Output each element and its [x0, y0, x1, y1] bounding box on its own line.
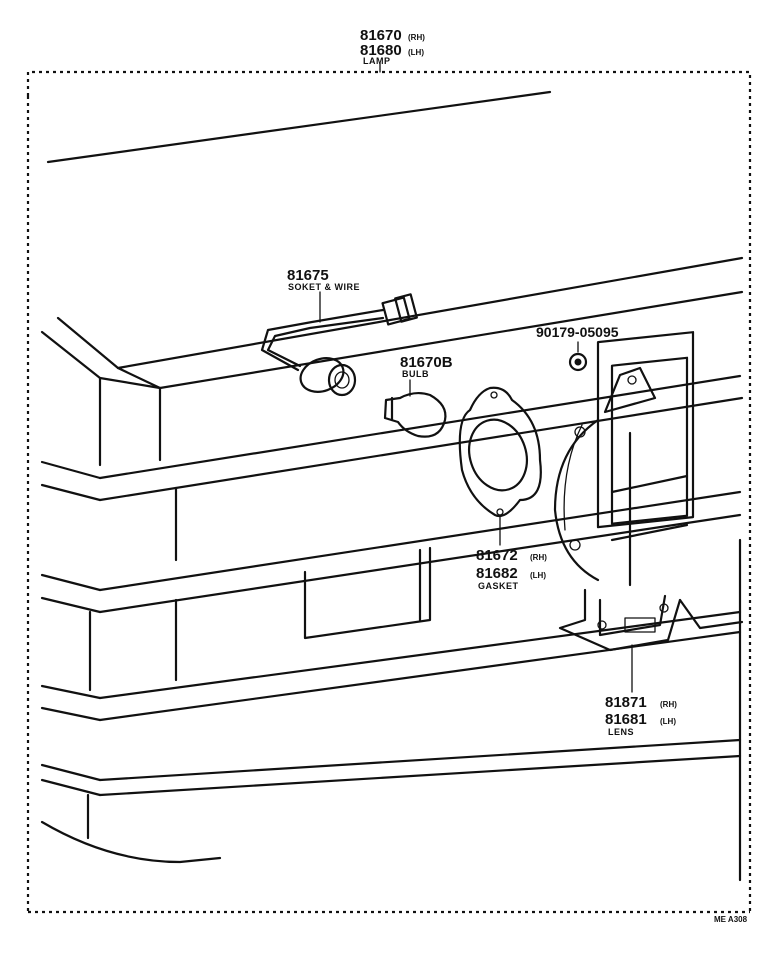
nut-part [568, 352, 588, 372]
lamp-rh-number: 81670 [360, 27, 402, 44]
lamp-housing [553, 331, 744, 652]
gasket-lh-number: 81682 [476, 565, 518, 582]
gasket-rh-number: 81672 [476, 547, 518, 564]
socket-name: SOKET & WIRE [288, 282, 360, 292]
lens-lh-number: 81681 [605, 711, 647, 728]
dashed-frame [26, 70, 752, 914]
bulb-name: BULB [402, 369, 429, 379]
lamp-name: LAMP [363, 56, 391, 66]
lens-rh-suffix: (RH) [660, 700, 677, 709]
lens-name: LENS [608, 727, 634, 737]
bulb-part [383, 391, 447, 438]
lens-label: 81871 (RH) 81681 (LH) LENS [605, 694, 677, 737]
gasket-part [458, 386, 542, 518]
bulb-label: 81670B BULB [400, 354, 453, 379]
bulb-number: 81670B [400, 354, 453, 371]
lamp-lh-suffix: (LH) [408, 48, 424, 57]
lamp-lh-number: 81680 [360, 42, 402, 59]
lens-rh-number: 81871 [605, 694, 647, 711]
drawing-code: ME A308 [714, 915, 748, 924]
gasket-lh-suffix: (LH) [530, 571, 546, 580]
socket-number: 81675 [287, 267, 329, 284]
socket-and-wire [260, 293, 418, 397]
gasket-rh-suffix: (RH) [530, 553, 547, 562]
vehicle-body [40, 90, 744, 882]
bolt-number: 90179-05095 [536, 324, 619, 340]
lens-lh-suffix: (LH) [660, 717, 676, 726]
socket-label: 81675 SOKET & WIRE [287, 267, 360, 292]
lamp-rh-suffix: (RH) [408, 33, 425, 42]
lamp-label: 81670 (RH) 81680 (LH) LAMP [360, 27, 425, 66]
gasket-name: GASKET [478, 581, 519, 591]
gasket-label: 81672 (RH) 81682 (LH) GASKET [476, 547, 547, 591]
